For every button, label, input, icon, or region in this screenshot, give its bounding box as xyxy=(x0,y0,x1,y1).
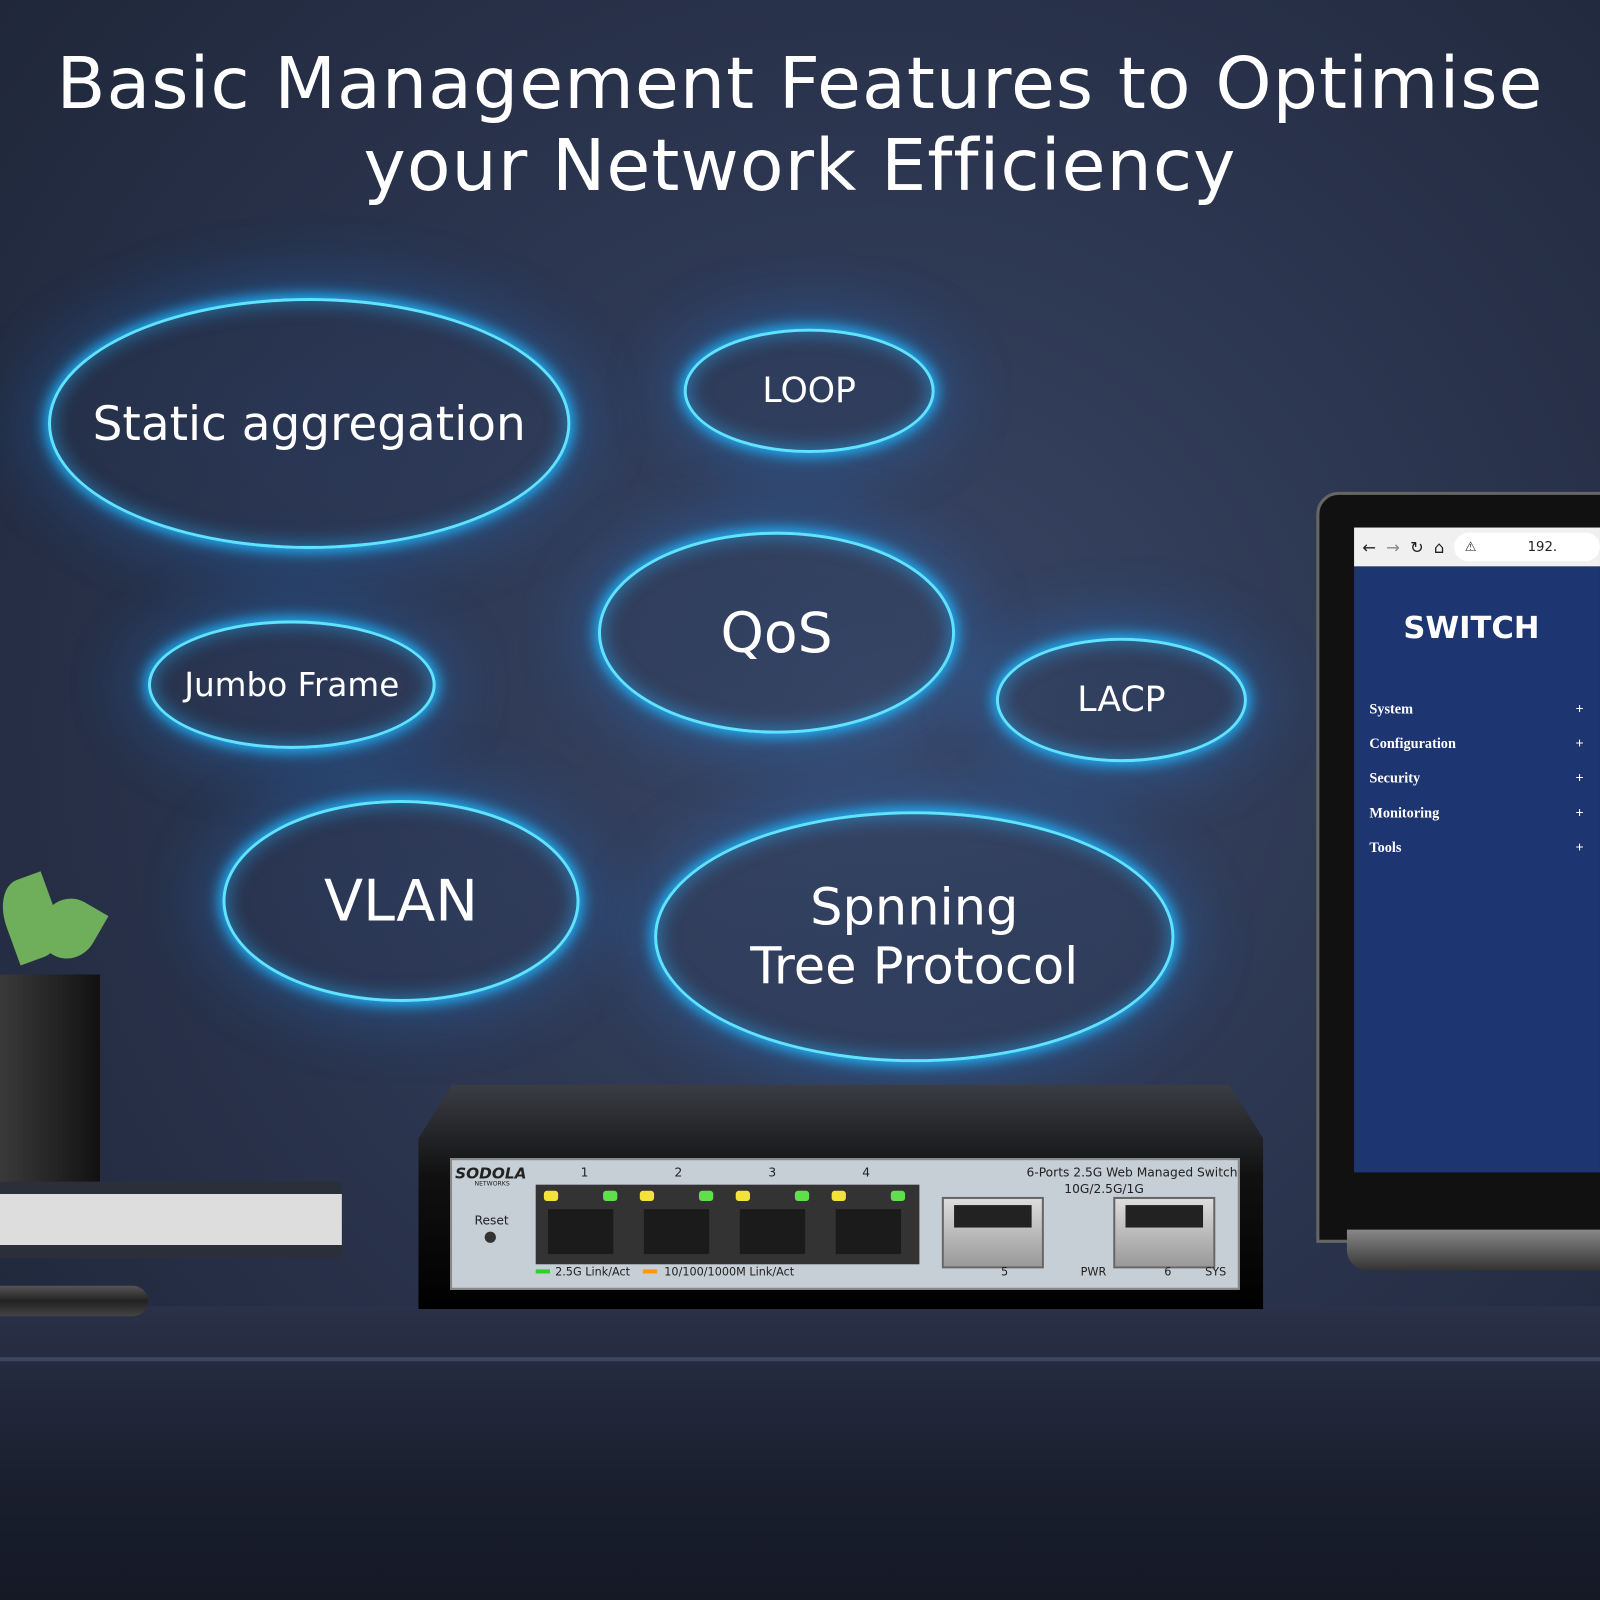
feature-stp-line2: Tree Protocol xyxy=(750,936,1079,996)
led xyxy=(794,1190,810,1202)
reset-label: Reset xyxy=(474,1213,509,1228)
desk-edge xyxy=(0,1357,1600,1362)
menu-label: Configuration xyxy=(1369,736,1456,753)
reset-button[interactable] xyxy=(484,1231,496,1243)
legend-green-label: 2.5G Link/Act xyxy=(555,1265,631,1279)
book xyxy=(0,1181,342,1259)
menu-item-configuration[interactable]: Configuration + xyxy=(1369,737,1583,772)
laptop-screen xyxy=(1354,527,1600,1173)
legend-green-swatch xyxy=(535,1269,550,1274)
menu-label: Security xyxy=(1369,771,1421,787)
laptop-base xyxy=(1346,1229,1600,1271)
menu-label: Monitoring xyxy=(1369,806,1440,822)
led xyxy=(639,1190,655,1202)
switch-front-panel: SODOLA NETWORKS Reset 6-Ports 2.5G Web M… xyxy=(449,1158,1240,1290)
expand-icon[interactable]: + xyxy=(1575,771,1584,787)
feature-spanning-tree-protocol: Spnning Tree Protocol xyxy=(654,811,1175,1063)
led xyxy=(831,1190,846,1202)
warning-icon: ⚠ xyxy=(1464,539,1477,555)
app-title: SWITCH xyxy=(1403,610,1540,646)
sfp-port-6[interactable] xyxy=(1113,1196,1216,1269)
brand-logo: SODOLA xyxy=(455,1164,527,1183)
forward-icon[interactable]: → xyxy=(1386,537,1400,557)
expand-icon[interactable]: + xyxy=(1575,736,1584,753)
menu-label: Tools xyxy=(1369,840,1402,857)
menu-item-security[interactable]: Security + xyxy=(1369,771,1583,806)
url-text: 192. xyxy=(1527,539,1558,555)
sfp-port-5[interactable] xyxy=(941,1196,1044,1269)
menu-item-tools[interactable]: Tools + xyxy=(1369,841,1583,876)
pwr-label: PWR xyxy=(1080,1265,1107,1279)
rj45-port-2[interactable] xyxy=(635,1188,718,1261)
rj45-port-4[interactable] xyxy=(827,1188,910,1261)
rj45-port-1[interactable] xyxy=(539,1188,622,1261)
port-number: 2 xyxy=(674,1165,683,1180)
jack xyxy=(835,1209,902,1255)
brand-sub: NETWORKS xyxy=(474,1180,510,1188)
port-number: 5 xyxy=(1001,1265,1009,1279)
plant-pot xyxy=(0,974,100,1184)
feature-loop: LOOP xyxy=(683,328,935,454)
feature-qos: QoS xyxy=(597,531,956,734)
led xyxy=(543,1190,559,1202)
legend-orange-swatch xyxy=(642,1269,658,1274)
browser-toolbar: ← → ↻ ⌂ ⚠ 192. xyxy=(1354,527,1600,567)
headline-line2: your Network Efficiency xyxy=(363,123,1237,208)
feature-lacp: LACP xyxy=(995,637,1247,763)
feature-stp-line1: Spnning xyxy=(810,877,1019,937)
back-icon[interactable]: ← xyxy=(1362,537,1376,557)
feature-jumbo-frame: Jumbo Frame xyxy=(147,620,436,749)
port-number: 3 xyxy=(768,1165,777,1180)
nav-menu: System + Configuration + Security + Monitor… xyxy=(1369,702,1583,875)
expand-icon[interactable]: + xyxy=(1575,702,1584,718)
model-label: 6-Ports 2.5G Web Managed Switch xyxy=(1026,1165,1238,1180)
headline-line1: Basic Management Features to Optimise xyxy=(56,41,1544,126)
led xyxy=(735,1190,750,1202)
port-number: 6 xyxy=(1164,1265,1172,1279)
reload-icon[interactable]: ↻ xyxy=(1410,537,1424,557)
led xyxy=(698,1190,714,1202)
address-bar[interactable]: ⚠ 192. xyxy=(1454,532,1600,562)
jack xyxy=(739,1209,806,1255)
legend-orange-label: 10/100/1000M Link/Act xyxy=(664,1265,795,1279)
menu-item-system[interactable]: System + xyxy=(1369,702,1583,737)
feature-static-aggregation: Static aggregation xyxy=(47,297,571,549)
rj45-port-3[interactable] xyxy=(731,1188,814,1261)
expand-icon[interactable]: + xyxy=(1575,806,1584,822)
expand-icon[interactable]: + xyxy=(1575,840,1584,857)
pen xyxy=(0,1285,148,1317)
jack xyxy=(547,1209,614,1255)
feature-vlan: VLAN xyxy=(222,799,580,1003)
sys-label: SYS xyxy=(1205,1265,1227,1279)
menu-label: System xyxy=(1369,702,1414,718)
port-number: 1 xyxy=(580,1165,589,1180)
port-number: 4 xyxy=(862,1165,871,1180)
led xyxy=(603,1190,618,1202)
led xyxy=(890,1190,906,1202)
home-icon[interactable]: ⌂ xyxy=(1433,537,1445,557)
desk xyxy=(0,1306,1600,1600)
menu-item-monitoring[interactable]: Monitoring + xyxy=(1369,806,1583,841)
jack xyxy=(643,1209,710,1255)
sfp-speed-label: 10G/2.5G/1G xyxy=(1064,1181,1144,1196)
